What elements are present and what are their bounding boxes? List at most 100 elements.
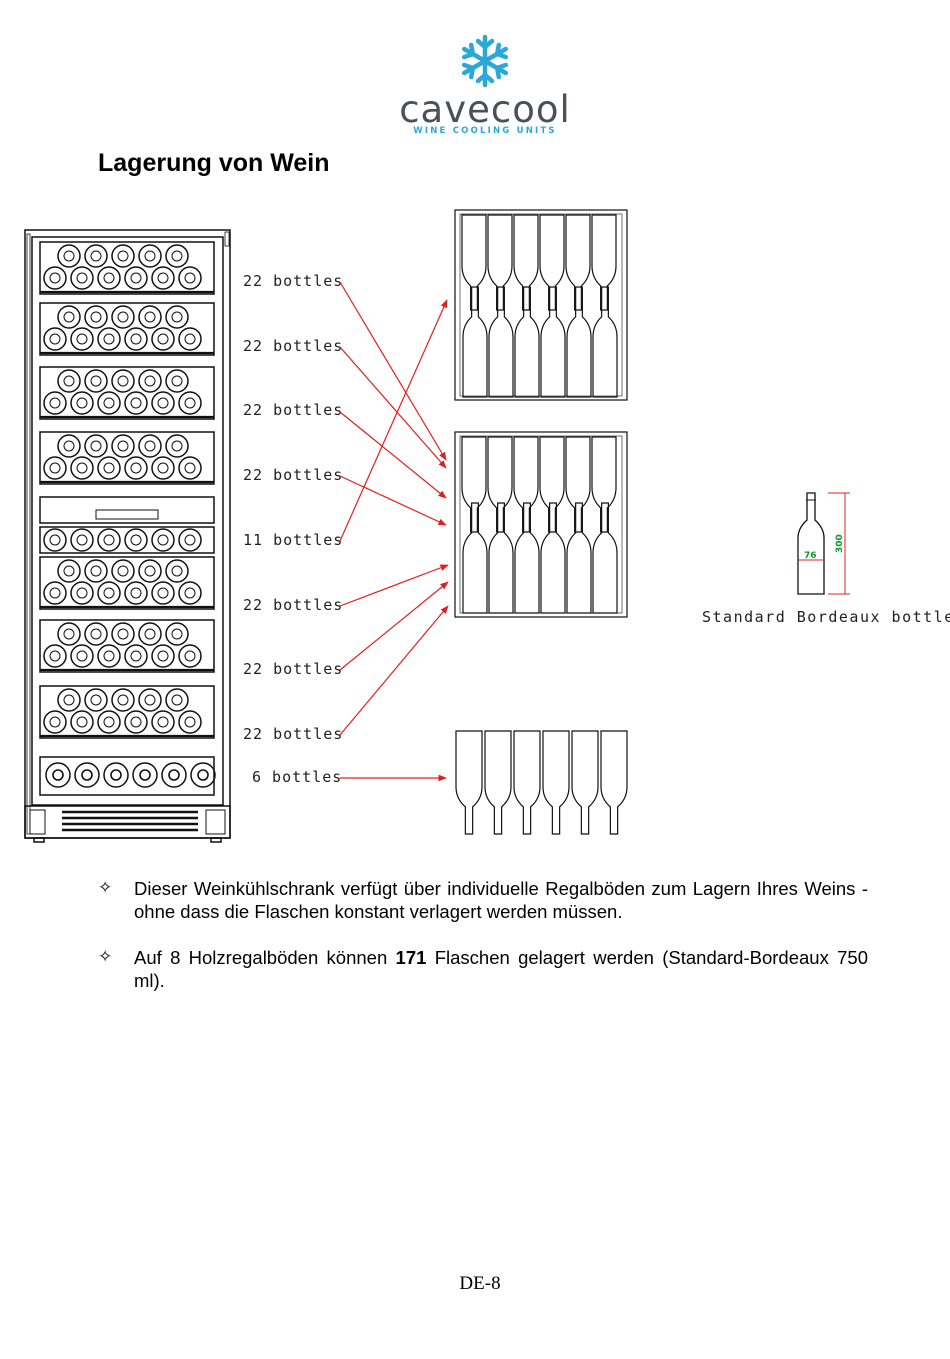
bottle-end (178, 528, 202, 552)
bottle-end (178, 644, 202, 668)
cabinet-shelf (39, 556, 215, 610)
arrow (339, 475, 447, 526)
bottle-end (97, 528, 121, 552)
bottle-end (111, 305, 135, 329)
bottle-end (124, 710, 148, 734)
bottle-outline (461, 214, 487, 311)
bottle-end (178, 266, 202, 290)
bottle-outline (565, 436, 591, 533)
bottle-end (57, 559, 81, 583)
brand-logo: cavecool WINE COOLING UNITS (370, 34, 600, 144)
shelf-top-view-2 (454, 431, 628, 618)
bottle-end (70, 528, 94, 552)
bottle-end (103, 762, 129, 788)
bottle-end (57, 434, 81, 458)
wine-cabinet-drawing (24, 229, 231, 843)
bottle-outline (513, 436, 539, 533)
bottle-outline (540, 286, 566, 398)
bottle-outline (566, 286, 592, 398)
bottle-end (111, 434, 135, 458)
bottle-end (84, 559, 108, 583)
four-point-star-icon: ✧ (98, 947, 113, 967)
bottle-end (124, 327, 148, 351)
cabinet-shelf (39, 526, 215, 554)
bottle-end (57, 244, 81, 268)
bottle-end (43, 391, 67, 415)
bottle-end (124, 266, 148, 290)
bottle-end (57, 305, 81, 329)
bottle-end (97, 456, 121, 480)
bottle-width-dim: 76 (804, 551, 817, 561)
bottle-end (84, 688, 108, 712)
bullet-text-before: Auf 8 Holzregalböden können (134, 947, 396, 968)
bottle-outline (514, 286, 540, 398)
bottle-end (151, 327, 175, 351)
bottle-end (124, 528, 148, 552)
bottle-end (165, 244, 189, 268)
bottle-end (151, 391, 175, 415)
bottle-end (43, 644, 67, 668)
bottle-end (138, 369, 162, 393)
bottle-outline (462, 502, 488, 614)
shelf-label: 22 bottles (243, 466, 343, 484)
cabinet-shelf (39, 302, 215, 356)
bottle-outline (539, 214, 565, 311)
bottle-end (97, 266, 121, 290)
bottle-end (84, 305, 108, 329)
logo-name: cavecool (399, 88, 571, 131)
bottle-end (178, 327, 202, 351)
wine-storage-diagram: 22 bottles 22 bottles 22 bottles 22 bott… (24, 209, 950, 843)
snowflake-icon (455, 34, 515, 88)
bottle-end (178, 391, 202, 415)
arrow (339, 411, 447, 499)
arrow (339, 281, 447, 461)
bottle-outline (539, 436, 565, 533)
bottle-outline (600, 730, 628, 835)
bottle-end (151, 528, 175, 552)
bottle-outline (592, 286, 618, 398)
bottle-end (151, 644, 175, 668)
red-arrows (339, 281, 449, 782)
bottle-outline (455, 730, 483, 835)
bottle-end (70, 391, 94, 415)
bottle-end (138, 305, 162, 329)
bottle-end (165, 622, 189, 646)
bottle-outline (513, 730, 541, 835)
bottle-end (111, 559, 135, 583)
bottle-outline (488, 502, 514, 614)
bottle-end (97, 391, 121, 415)
bottle-outline (487, 214, 513, 311)
shelf-label: 6 bottles (252, 768, 342, 786)
bottle-end (111, 369, 135, 393)
bottle-end (138, 244, 162, 268)
bullet-item: ✧ Auf 8 Holzregalböden können 171 Flasch… (98, 946, 868, 992)
bottle-end (97, 644, 121, 668)
bottle-end (43, 528, 67, 552)
bottle-end (165, 305, 189, 329)
bottle-end (151, 456, 175, 480)
bottle-end (57, 369, 81, 393)
bottle-outline (565, 214, 591, 311)
bottle-end (84, 434, 108, 458)
arrow (339, 299, 448, 542)
bottle-end (70, 581, 94, 605)
bottle-end (132, 762, 158, 788)
bottle-outline (484, 730, 512, 835)
shelf-labels: 22 bottles 22 bottles 22 bottles 22 bott… (243, 272, 343, 786)
bottle-end (57, 622, 81, 646)
arrow (339, 564, 449, 607)
bottle-end (161, 762, 187, 788)
bottle-end (165, 688, 189, 712)
bottle-end (165, 369, 189, 393)
bottle-end (151, 581, 175, 605)
page-number: DE-8 (459, 1273, 501, 1294)
standard-bottle-label: Standard Bordeaux bottle (702, 608, 950, 626)
bottle-outline (591, 436, 617, 533)
shelf-label: 22 bottles (243, 401, 343, 419)
bullet-text: Auf 8 Holzregalböden können 171 Flaschen… (134, 946, 868, 992)
shelf-label: 22 bottles (243, 660, 343, 678)
bottle-outline (542, 730, 570, 835)
bottle-end (70, 327, 94, 351)
bottle-end (111, 688, 135, 712)
logo-tagline: WINE COOLING UNITS (413, 126, 557, 136)
